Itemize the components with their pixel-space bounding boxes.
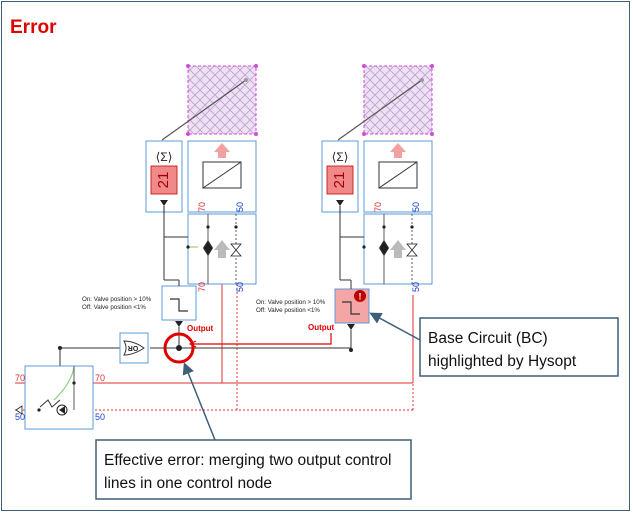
alert-icon [354, 290, 366, 302]
callout-effective-error-text: Effective error: merging two output cont… [104, 452, 396, 492]
error-node-highlight [163, 332, 195, 364]
svg-text:50: 50 [235, 202, 245, 212]
or-gate[interactable]: OR [119, 332, 149, 364]
page-title: Error [10, 17, 57, 38]
left-counter-value: 21 [155, 172, 172, 189]
source-block[interactable]: 70 70 50 50 [15, 365, 105, 430]
right-sigma-icon: ⟨Σ⟩ [332, 150, 349, 164]
svg-text:70: 70 [15, 373, 25, 383]
control-lines [58, 333, 353, 366]
svg-text:70: 70 [197, 202, 207, 212]
right-circuit: ⟨Σ⟩ 21 70 50 50 ! On: Valve position > 1… [256, 64, 434, 350]
svg-text:On: Valve position > 10%: On: Valve position > 10% [256, 299, 326, 306]
svg-text:!: ! [359, 292, 362, 302]
left-consumer-grid[interactable] [187, 65, 257, 135]
svg-text:50: 50 [411, 202, 421, 212]
svg-text:70: 70 [95, 373, 105, 383]
svg-text:50: 50 [95, 412, 105, 422]
svg-text:Off: Valve position <1%: Off: Valve position <1% [82, 304, 146, 311]
right-output-label: Output [308, 323, 335, 332]
svg-text:70: 70 [197, 282, 207, 292]
svg-text:OR: OR [128, 344, 139, 351]
left-circuit: ⟨Σ⟩ 21 70 50 70 50 On: Valve posi [82, 64, 258, 348]
svg-text:50: 50 [411, 282, 421, 292]
svg-text:50: 50 [15, 412, 25, 422]
right-consumer-grid[interactable] [363, 65, 433, 135]
svg-text:Off: Valve position <1%: Off: Valve position <1% [256, 307, 320, 314]
right-counter-value: 21 [331, 172, 348, 189]
svg-text:50: 50 [235, 282, 245, 292]
left-sigma-icon: ⟨Σ⟩ [156, 150, 173, 164]
callout-base-circuit: Base Circuit (BC) highlighted by Hysopt [369, 312, 619, 377]
svg-text:On: Valve position > 10%: On: Valve position > 10% [82, 296, 152, 303]
left-output-label: Output [187, 324, 214, 333]
svg-text:70: 70 [373, 202, 383, 212]
callout-effective-error: Effective error: merging two output cont… [95, 362, 412, 500]
callout-base-circuit-line1: Base Circuit (BC) highlighted by Hysopt [428, 330, 577, 370]
